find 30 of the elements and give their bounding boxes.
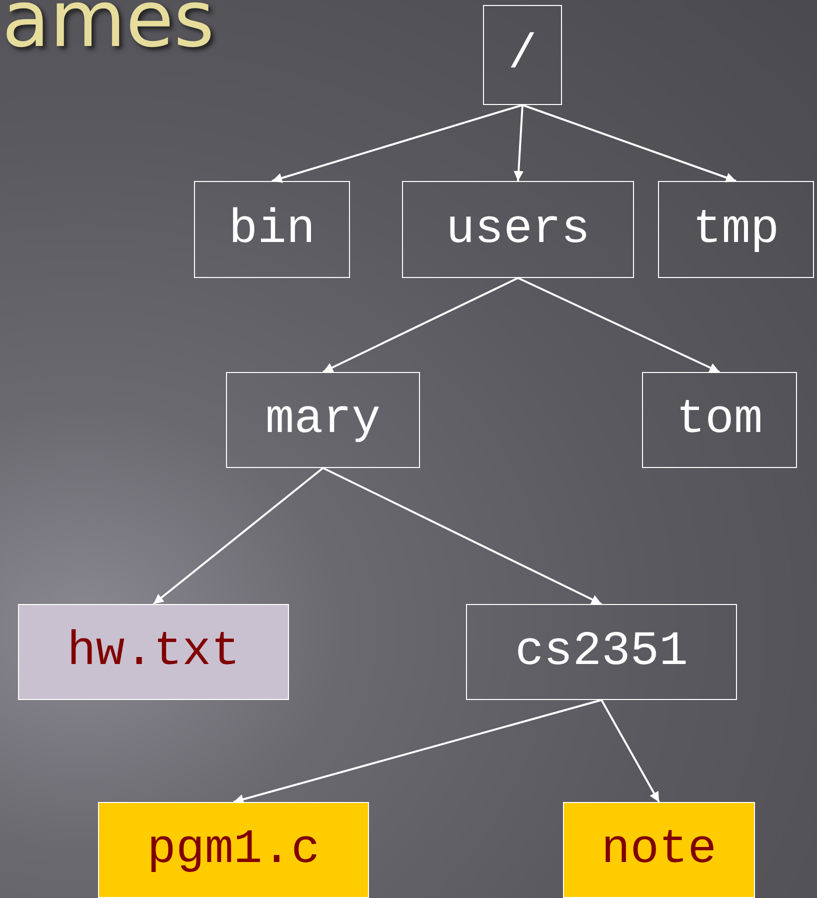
folder-box	[194, 181, 350, 278]
arrow	[514, 104, 524, 182]
folder-box	[402, 181, 634, 278]
node-label: mary	[265, 396, 381, 444]
arrow	[152, 467, 324, 605]
file-box	[563, 802, 755, 898]
node-label: note	[601, 826, 717, 874]
node-label: bin	[228, 206, 316, 254]
folder-box	[658, 181, 814, 278]
folder-box	[226, 372, 420, 468]
file-box	[98, 802, 369, 898]
folder-box	[483, 5, 562, 105]
node-label: tom	[676, 396, 763, 444]
node-label: cs2351	[515, 628, 688, 676]
arrow	[322, 277, 518, 373]
arrow	[233, 699, 602, 804]
node-label: hw.txt	[67, 628, 240, 676]
slide-title: ames	[2, 0, 214, 64]
node-label: users	[446, 206, 590, 254]
arrow	[518, 277, 720, 373]
folder-box	[466, 604, 737, 700]
arrow	[322, 467, 602, 605]
file-box	[18, 604, 289, 700]
node-label: /	[508, 31, 537, 79]
node-label: pgm1.c	[147, 826, 320, 874]
arrow	[272, 104, 523, 183]
arrow	[522, 104, 736, 182]
arrow	[600, 700, 660, 802]
folder-box	[642, 372, 797, 468]
node-label: tmp	[692, 206, 780, 254]
